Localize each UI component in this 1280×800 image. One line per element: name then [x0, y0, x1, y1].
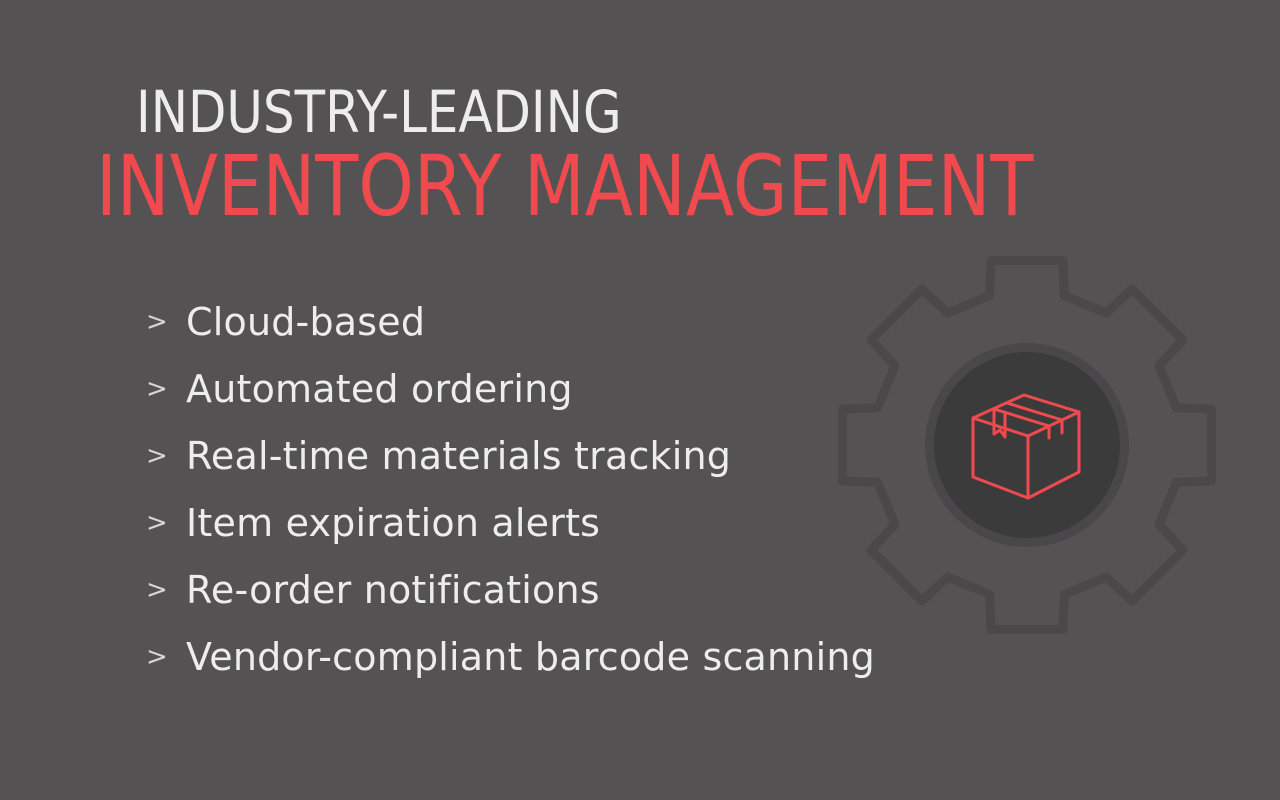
chevron-right-icon: > [146, 574, 168, 605]
feature-item-cloud: > Cloud-based [146, 288, 875, 355]
feature-label: Real-time materials tracking [186, 433, 732, 478]
package-box-icon [971, 393, 1081, 500]
chevron-right-icon: > [146, 507, 168, 538]
chevron-right-icon: > [146, 306, 168, 337]
feature-item-tracking: > Real-time materials tracking [146, 422, 875, 489]
feature-label: Vendor-compliant barcode scanning [186, 634, 875, 679]
chevron-right-icon: > [146, 373, 168, 404]
headline-top: INDUSTRY-LEADING [136, 78, 622, 146]
feature-label: Item expiration alerts [186, 500, 601, 545]
feature-item-barcode: > Vendor-compliant barcode scanning [146, 623, 875, 690]
gear-graphic [838, 256, 1216, 634]
gear-icon [838, 256, 1216, 634]
chevron-right-icon: > [146, 641, 168, 672]
feature-label: Re-order notifications [186, 567, 600, 612]
feature-label: Cloud-based [186, 299, 426, 344]
feature-label: Automated ordering [186, 366, 573, 411]
headline-main: INVENTORY MANAGEMENT [96, 137, 1034, 235]
feature-item-reorder: > Re-order notifications [146, 556, 875, 623]
feature-list: > Cloud-based > Automated ordering > Rea… [146, 288, 875, 690]
feature-item-expiration: > Item expiration alerts [146, 489, 875, 556]
feature-item-ordering: > Automated ordering [146, 355, 875, 422]
chevron-right-icon: > [146, 440, 168, 471]
